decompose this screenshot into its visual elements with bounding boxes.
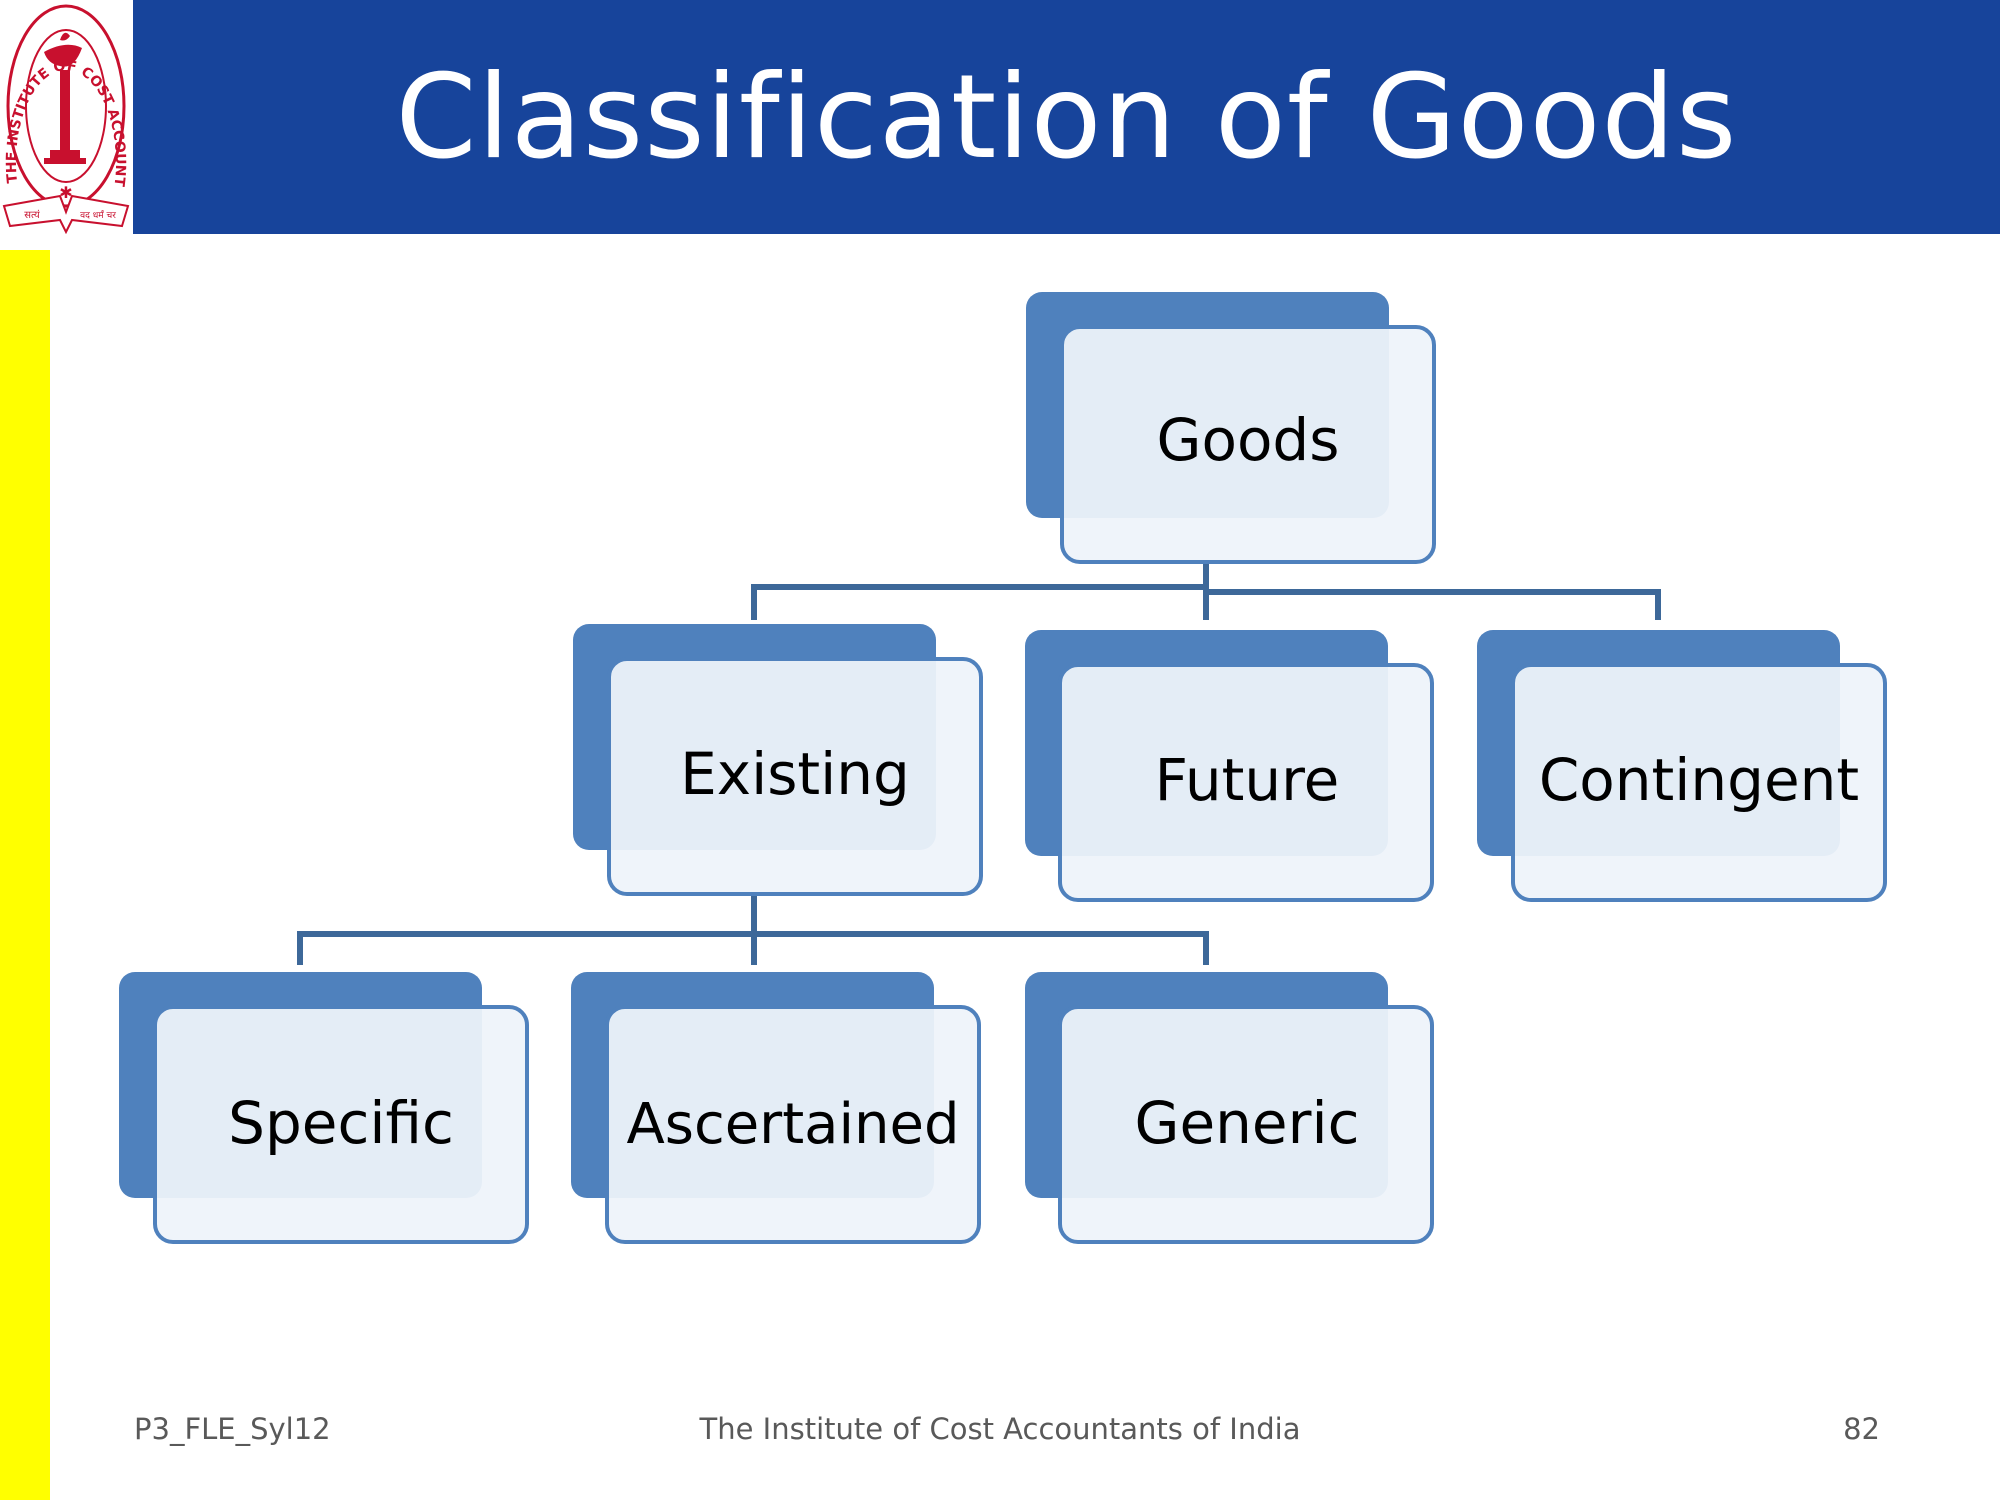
logo-ribbon-right: वद धर्मं चर <box>80 209 116 221</box>
footer-course-code: P3_FLE_Syl12 <box>134 1412 331 1446</box>
node-goods: Goods <box>1026 292 1436 564</box>
node-ascertained-label: Ascertained <box>626 1092 959 1157</box>
node-existing-label: Existing <box>680 740 910 808</box>
side-accent-strip <box>0 250 50 1500</box>
footer-page-number: 82 <box>1843 1412 1880 1446</box>
slide-title: Classification of Goods <box>395 49 1738 185</box>
connector-goods-contingent <box>1203 562 1661 620</box>
node-future-label: Future <box>1155 746 1340 814</box>
node-contingent: Contingent <box>1477 630 1887 902</box>
node-ascertained: Ascertained <box>571 972 981 1244</box>
node-goods-label: Goods <box>1157 406 1340 474</box>
node-future: Future <box>1025 630 1434 902</box>
node-specific-label: Specific <box>228 1089 454 1157</box>
svg-text:✱: ✱ <box>59 183 72 202</box>
logo-ribbon-left: सत्यं <box>24 209 40 221</box>
footer-institute-name: The Institute of Cost Accountants of Ind… <box>699 1412 1301 1446</box>
node-generic-label: Generic <box>1135 1089 1360 1157</box>
title-bar <box>133 0 2000 234</box>
node-contingent-label: Contingent <box>1539 746 1859 814</box>
institute-logo: THE INSTITUTE OF COST ACCOUNTANTS OF IND… <box>0 0 130 234</box>
connectors <box>297 562 1661 965</box>
node-specific: Specific <box>119 972 529 1244</box>
connector-goods-existing <box>751 562 1209 620</box>
node-existing: Existing <box>573 624 983 896</box>
connector-existing-generic <box>751 895 1209 965</box>
node-generic: Generic <box>1025 972 1434 1244</box>
connector-existing-specific <box>297 895 757 965</box>
